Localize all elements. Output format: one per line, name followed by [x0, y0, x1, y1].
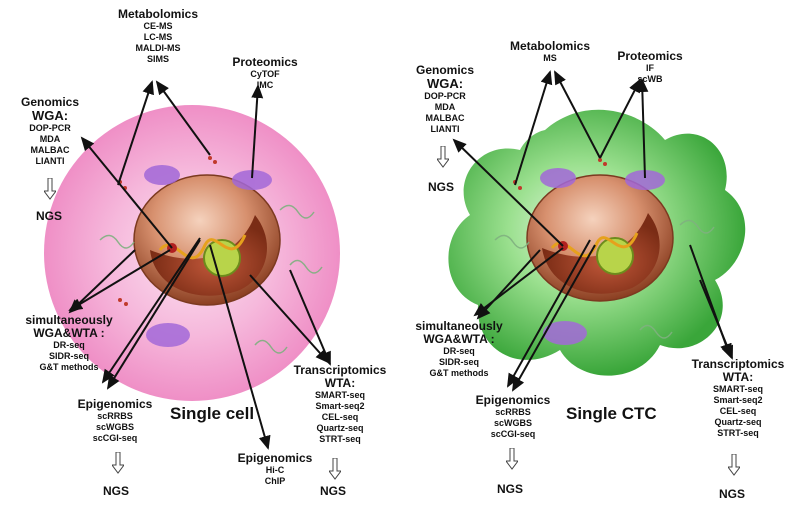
- left-transcriptomics-item: CEL-seq: [321, 412, 359, 422]
- right-proteomics-label: Proteomics IF scWB: [605, 50, 695, 85]
- right-arrows: [452, 70, 733, 392]
- right-genomics-item: DOP-PCR: [424, 91, 466, 101]
- right-proteomics-item: IF: [646, 63, 654, 73]
- left-simultaneous-item: G&T methods: [39, 362, 99, 372]
- left-epigenomics-ngs: NGS: [103, 484, 130, 498]
- right-simultaneous-item: G&T methods: [429, 368, 489, 378]
- right-epigenomics-item: scCGI-seq: [490, 429, 536, 439]
- left-epigenomics-a-title: Epigenomics: [77, 397, 153, 411]
- right-genomics-item: MDA: [434, 102, 456, 112]
- left-proteomics-title: Proteomics: [232, 55, 298, 69]
- left-simultaneous-title-2: WGA&WTA :: [33, 326, 105, 340]
- left-genomics-item: MALBAC: [30, 145, 70, 155]
- left-transcriptomics-subtitle: WTA:: [324, 376, 356, 390]
- left-genomics-subtitle: WGA:: [31, 108, 69, 123]
- left-genomics-item: LIANTI: [35, 156, 65, 166]
- left-transcriptomics-item: Quartz-seq: [316, 423, 364, 433]
- left-proteomics-label: Proteomics CyTOF IMC: [225, 56, 305, 91]
- left-epigenomics-b-title: Epigenomics: [237, 451, 313, 465]
- right-simultaneous-title-2: WGA&WTA :: [423, 332, 495, 346]
- left-genomics-ngs: NGS: [36, 209, 63, 223]
- left-simultaneous-label: simultaneously WGA&WTA : DR-seq SIDR-seq…: [14, 314, 124, 373]
- right-genomics-down-arrow-icon: [437, 146, 449, 168]
- left-metabolomics-item: CE-MS: [143, 21, 173, 31]
- right-metabolomics-label: Metabolomics MS: [500, 40, 600, 64]
- left-arrows: [68, 80, 331, 450]
- left-protein-clusters: [144, 165, 272, 347]
- right-metabolomics-item: MS: [543, 53, 557, 63]
- right-transcriptomics-title: Transcriptomics: [691, 357, 785, 371]
- left-genomics-label: Genomics WGA: DOP-PCR MDA MALBAC LIANTI: [5, 96, 95, 167]
- right-rna-strands: [494, 219, 715, 339]
- right-caption: Single CTC: [566, 404, 657, 423]
- left-epigenomics-down-arrow-icon: [112, 452, 124, 474]
- left-epigenomics-a-label: Epigenomics scRRBS scWGBS scCGI-seq: [70, 398, 160, 444]
- left-transcriptomics-down-arrow-icon: [329, 458, 341, 480]
- right-epigenomics-label: Epigenomics scRRBS scWGBS scCGI-seq: [468, 394, 558, 440]
- left-transcriptomics-item: STRT-seq: [319, 434, 361, 444]
- right-simultaneous-label: simultaneously WGA&WTA : DR-seq SIDR-seq…: [404, 320, 514, 379]
- left-epigenomics-b-label: Epigenomics Hi-C ChIP: [225, 452, 325, 487]
- right-transcriptomics-item: SMART-seq: [712, 384, 763, 394]
- right-genomics-label: Genomics WGA: DOP-PCR MDA MALBAC LIANTI: [400, 64, 490, 135]
- left-genomics-title: Genomics: [20, 95, 80, 109]
- right-epigenomics-ngs: NGS: [497, 482, 524, 496]
- right-metabolomics-title: Metabolomics: [509, 39, 590, 53]
- left-nucleus-cut: [150, 215, 267, 296]
- right-transcriptomics-down-arrow-icon: [728, 454, 740, 476]
- left-caption: Single cell: [170, 404, 255, 423]
- left-metabolomics-label: Metabolomics CE-MS LC-MS MALDI-MS SIMS: [108, 8, 208, 65]
- right-transcriptomics-label: Transcriptomics WTA: SMART-seq Smart-seq…: [688, 358, 788, 439]
- right-proteomics-title: Proteomics: [617, 49, 683, 63]
- left-metabolomics-item: MALDI-MS: [135, 43, 181, 53]
- left-proteomics-item: CyTOF: [250, 69, 280, 79]
- right-epigenomics-down-arrow-icon: [506, 448, 518, 470]
- left-simultaneous-item: DR-seq: [53, 340, 85, 350]
- right-protein-clusters: [540, 168, 665, 345]
- left-epigenomics-a-item: scWGBS: [95, 422, 134, 432]
- left-epigenomics-b-item: ChIP: [264, 476, 286, 486]
- right-genomics-ngs: NGS: [428, 180, 455, 194]
- right-transcriptomics-subtitle: WTA:: [722, 370, 754, 384]
- right-genomics-subtitle: WGA:: [426, 76, 464, 91]
- right-genomics-item: LIANTI: [430, 124, 460, 134]
- left-transcriptomics-title: Transcriptomics: [293, 363, 387, 377]
- right-transcriptomics-item: CEL-seq: [719, 406, 757, 416]
- right-proteomics-item: scWB: [637, 74, 663, 84]
- right-transcriptomics-item: Smart-seq2: [713, 395, 763, 405]
- left-metabolomics-title: Metabolomics: [117, 7, 198, 21]
- right-transcriptomics-item: STRT-seq: [717, 428, 759, 438]
- right-epigenomics-title: Epigenomics: [475, 393, 551, 407]
- left-simultaneous-title-1: simultaneously: [25, 313, 113, 327]
- right-epigenomics-item: scRRBS: [495, 407, 531, 417]
- right-simultaneous-item: SIDR-seq: [438, 357, 479, 367]
- left-simultaneous-item: SIDR-seq: [48, 351, 89, 361]
- left-epigenomics-a-item: scCGI-seq: [92, 433, 138, 443]
- left-genomics-item: DOP-PCR: [29, 123, 71, 133]
- left-proteomics-item: IMC: [256, 80, 274, 90]
- right-epigenomics-item: scWGBS: [493, 418, 532, 428]
- left-metabolomics-item: LC-MS: [143, 32, 173, 42]
- right-cell: [448, 109, 746, 376]
- left-epigenomics-b-item: Hi-C: [265, 465, 285, 475]
- right-genomics-title: Genomics: [415, 63, 475, 77]
- left-transcriptomics-ngs: NGS: [320, 484, 347, 498]
- left-transcriptomics-label: Transcriptomics WTA: SMART-seq Smart-seq…: [290, 364, 390, 445]
- left-rna-strands: [99, 204, 323, 354]
- right-transcriptomics-ngs: NGS: [719, 487, 746, 501]
- left-transcriptomics-item: SMART-seq: [314, 390, 365, 400]
- right-simultaneous-title-1: simultaneously: [415, 319, 503, 333]
- left-epigenomics-a-item: scRRBS: [97, 411, 133, 421]
- right-transcriptomics-item: Quartz-seq: [714, 417, 762, 427]
- left-transcriptomics-item: Smart-seq2: [315, 401, 365, 411]
- right-simultaneous-item: DR-seq: [443, 346, 475, 356]
- left-genomics-item: MDA: [39, 134, 61, 144]
- left-metabolomics-item: SIMS: [146, 54, 169, 64]
- right-genomics-item: MALBAC: [425, 113, 465, 123]
- left-genomics-down-arrow-icon: [44, 178, 56, 200]
